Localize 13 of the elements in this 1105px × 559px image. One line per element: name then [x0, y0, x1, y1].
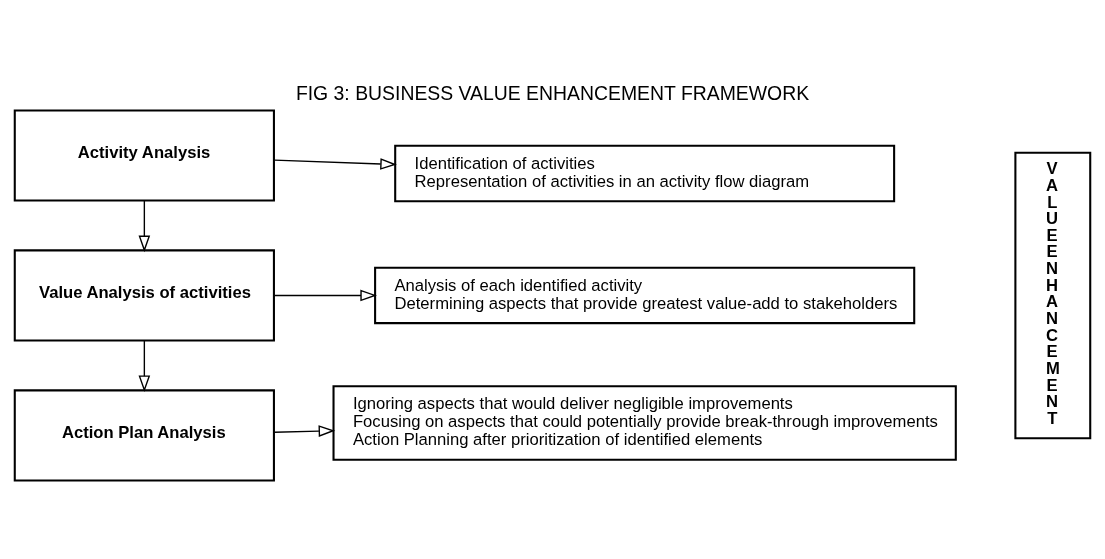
node-box: Activity Analysis: [13, 109, 275, 202]
arrow: [138, 199, 151, 253]
arrow: [273, 289, 377, 302]
node-box: Identification of activities Representation of activities in an activity flow diagram: [394, 144, 896, 203]
diagram-title: FIG 3: BUSINESS VALUE ENHANCEMENT FRAMEWORK: [295, 81, 810, 104]
node-box: Ignoring aspects that would deliver negligible improvements Focusing on aspects that could potentially provide break-through improvements Action Planning after prioritization of identified elements: [332, 385, 957, 461]
node-box: Action Plan Analysis: [13, 389, 275, 482]
arrow: [273, 425, 336, 437]
arrow: [273, 158, 397, 170]
node-box: Analysis of each identified activity Determining aspects that provide greatest value-add to stakeholders: [374, 266, 916, 325]
node-box: V A L U E E N H A N C E M E N T: [1014, 151, 1092, 440]
node-box: Value Analysis of activities: [13, 249, 275, 342]
arrow: [138, 339, 151, 393]
